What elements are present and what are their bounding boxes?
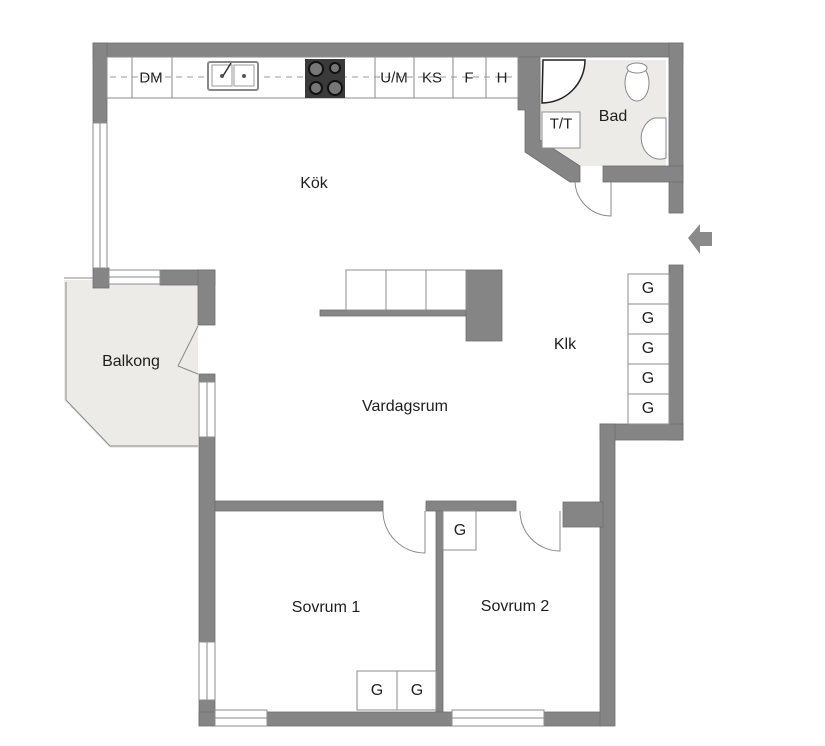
- doors: [177, 181, 612, 554]
- closet-hall-4: G: [641, 370, 655, 387]
- unit-microwave-oven: U/M: [380, 69, 408, 87]
- closet-hall-5: G: [641, 400, 655, 417]
- room-label-bad: Bad: [598, 108, 628, 125]
- unit-washer-dryer: T/T: [549, 115, 573, 133]
- unit-dishwasher: DM: [139, 69, 163, 87]
- walls: [92, 42, 684, 727]
- windows: [92, 122, 545, 727]
- closet-hall-3: G: [641, 340, 655, 357]
- entrance-arrow-icon: [688, 224, 712, 254]
- closet-sovrum2-1: G: [453, 522, 467, 539]
- room-label-klk: Klk: [553, 336, 577, 353]
- room-label-vardagsrum: Vardagsrum: [362, 398, 448, 415]
- balcony-floor: [64, 280, 198, 448]
- room-label-sovrum1: Sovrum 1: [291, 599, 361, 616]
- stove-icon: [305, 59, 345, 98]
- bathroom-fixtures: [541, 59, 667, 160]
- room-label-balkong: Balkong: [102, 353, 160, 370]
- sink-icon: [207, 61, 259, 91]
- unit-h: H: [496, 69, 508, 87]
- closet-sovrum1-2: G: [410, 682, 424, 699]
- shower-icon: [541, 59, 586, 104]
- closet-hall-2: G: [641, 310, 655, 327]
- washbasin-icon: [640, 117, 667, 160]
- kitchen-counter: [106, 56, 519, 99]
- closets: [356, 273, 670, 711]
- kitchen-island: [345, 269, 467, 311]
- unit-f: F: [464, 69, 474, 87]
- unit-fridge-freezer: KS: [421, 69, 443, 87]
- room-label-sovrum2: Sovrum 2: [480, 598, 550, 615]
- closet-hall-1: G: [641, 280, 655, 297]
- closet-sovrum1-1: G: [370, 682, 384, 699]
- room-label-kok: Kök: [300, 175, 328, 192]
